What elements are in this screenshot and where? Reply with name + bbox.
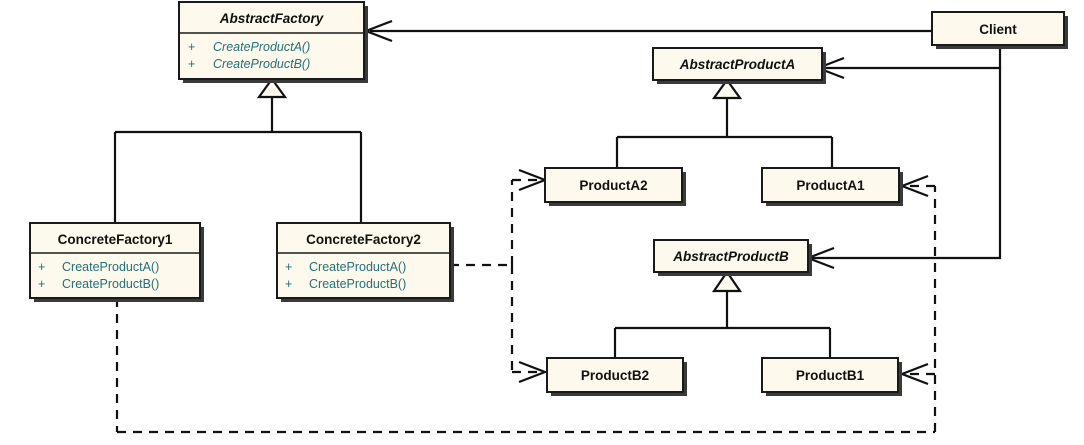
class-box-productb1[interactable]: ProductB1 [761, 357, 902, 396]
class-box-abstractproducta[interactable]: AbstractProductA [652, 47, 826, 84]
class-title-concretefactory2: ConcreteFactory2 [306, 232, 421, 247]
member-name: CreateProductB() [62, 277, 159, 291]
member-name: CreateProductB() [309, 277, 406, 291]
edge-generalization-factories [113, 77, 363, 223]
class-box-abstractproductb[interactable]: AbstractProductB [653, 239, 812, 276]
member-name: CreateProductA() [213, 40, 310, 54]
class-title-abstractproducta: AbstractProductA [679, 57, 796, 72]
member-visibility: + [285, 260, 292, 274]
class-box-producta2[interactable]: ProductA2 [544, 167, 686, 206]
member-visibility: + [38, 277, 45, 291]
class-box-productb2[interactable]: ProductB2 [546, 357, 687, 396]
edge-generalization-producta [615, 78, 834, 168]
class-box-producta1[interactable]: ProductA1 [761, 167, 903, 206]
class-box-concretefactory1[interactable]: ConcreteFactory1 + CreateProductA() + Cr… [29, 222, 204, 302]
member-visibility: + [38, 260, 45, 274]
class-title-producta1: ProductA1 [796, 178, 865, 193]
class-box-abstractfactory[interactable]: AbstractFactory + CreateProductA() + Cre… [178, 1, 368, 83]
class-box-concretefactory2[interactable]: ConcreteFactory2 + CreateProductA() + Cr… [276, 222, 454, 302]
class-title-abstractproductb: AbstractProductB [672, 249, 789, 264]
class-box-client[interactable]: Client [931, 11, 1068, 49]
member-visibility: + [188, 57, 195, 71]
member-name: CreateProductB() [213, 57, 310, 71]
member-name: CreateProductA() [309, 260, 406, 274]
member-visibility: + [285, 277, 292, 291]
class-title-productb1: ProductB1 [796, 368, 865, 383]
member-name: CreateProductA() [62, 260, 159, 274]
edge-dependency-factory2-products [450, 168, 549, 384]
member-visibility: + [188, 40, 195, 54]
class-title-productb2: ProductB2 [581, 368, 649, 383]
class-title-concretefactory1: ConcreteFactory1 [58, 232, 173, 247]
class-title-producta2: ProductA2 [579, 178, 647, 193]
edge-client-abstractfactory [362, 19, 932, 43]
edge-generalization-productb [613, 270, 832, 358]
class-title-abstractfactory: AbstractFactory [219, 11, 325, 26]
class-title-client: Client [979, 22, 1017, 37]
